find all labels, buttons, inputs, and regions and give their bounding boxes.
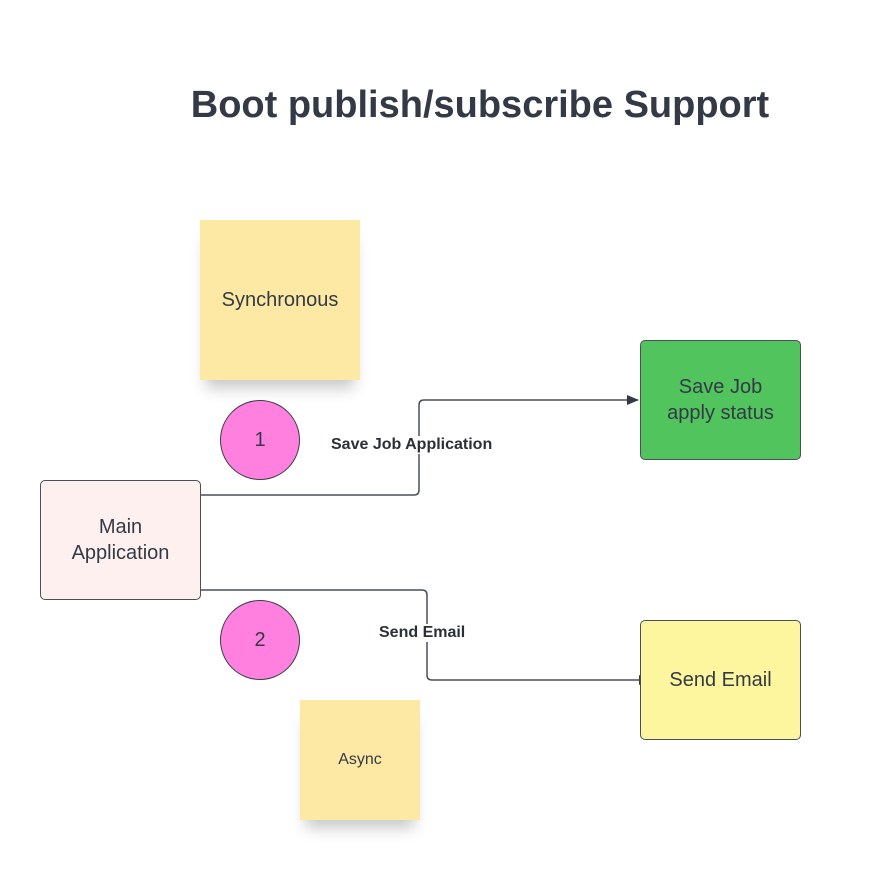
step-2-number: 2: [254, 628, 266, 651]
main-application-node[interactable]: Main Application: [40, 480, 201, 600]
save-job-status-node[interactable]: Save Job apply status: [640, 340, 801, 460]
sticky-note-async-text: Async: [338, 751, 382, 768]
sticky-note-async[interactable]: Async: [300, 700, 420, 820]
step-2-circle: 2: [220, 600, 300, 680]
step-1-number: 1: [254, 428, 266, 451]
diagram-title: Boot publish/subscribe Support: [190, 84, 770, 126]
save-job-status-label: Save Job apply status: [667, 376, 774, 424]
sticky-note-synchronous-text: Synchronous: [221, 288, 339, 311]
edge-label-save-job-application: Save Job Application: [330, 436, 494, 454]
main-application-label: Main Application: [71, 516, 170, 564]
step-1-circle: 1: [220, 400, 300, 480]
edge-label-send-email: Send Email: [378, 624, 467, 642]
send-email-node[interactable]: Send Email: [640, 620, 801, 740]
sticky-note-synchronous[interactable]: Synchronous: [200, 220, 360, 380]
send-email-node-label: Send Email: [669, 669, 772, 691]
